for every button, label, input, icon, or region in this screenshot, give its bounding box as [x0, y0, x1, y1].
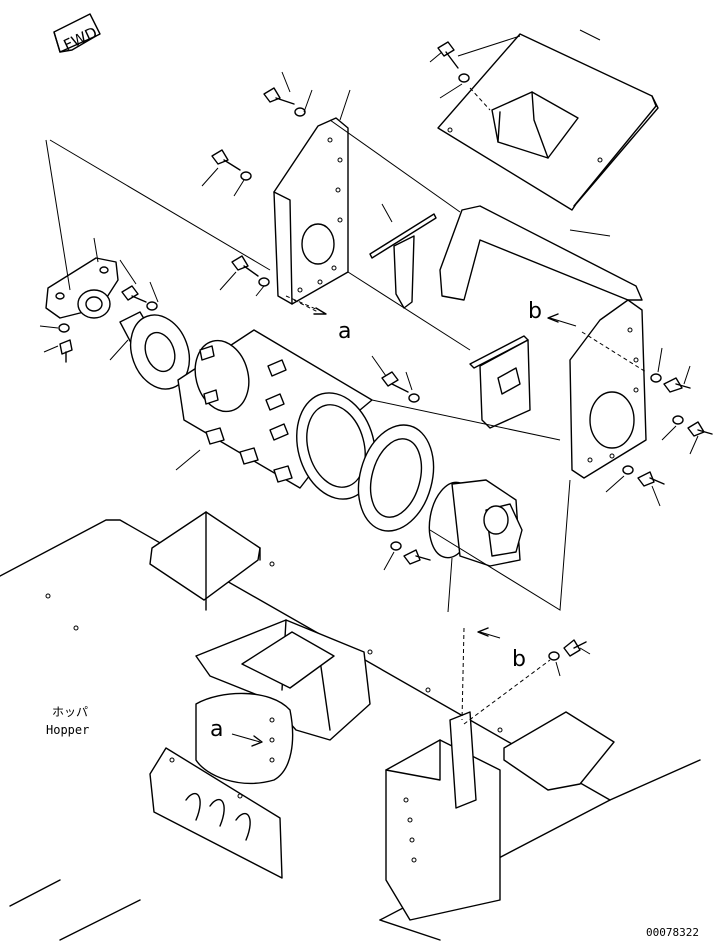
main-drum [177, 329, 376, 500]
frame-base [0, 519, 701, 941]
callout-a-upper: a [338, 319, 351, 344]
plate-bolts [211, 87, 306, 287]
drawing-number: 00078322 [646, 926, 699, 939]
hopper-bracket [195, 619, 371, 741]
angle-cover-left [149, 511, 261, 611]
callout-b-upper: b [528, 299, 542, 324]
callout-b-lower: b [512, 647, 526, 672]
right-lower-support [385, 711, 615, 921]
detail-region-a [195, 692, 294, 784]
left-bracket-plate [273, 117, 349, 305]
hopper-label-jp: ホッパ [52, 705, 88, 719]
ring-flange [357, 424, 435, 532]
travel-motor [428, 479, 523, 567]
top-cover-plate [437, 33, 659, 211]
hopper-label-en: Hopper [46, 723, 89, 737]
motor-bolts [381, 371, 713, 661]
callout-arrow-a-upper: a [293, 299, 351, 344]
left-flange [129, 314, 191, 390]
bearing-bolts [58, 285, 158, 363]
callout-arrow-b-upper: b [528, 299, 577, 327]
middle-plate [469, 335, 531, 429]
scraper-plate [149, 747, 283, 879]
gusset-bracket [369, 213, 437, 309]
callout-a-lower: a [210, 717, 223, 742]
bearing-unit [45, 257, 119, 319]
fwd-arrow-icon: FWD [53, 13, 101, 54]
bolt-top [437, 41, 470, 83]
callout-arrow-a-lower: a [210, 717, 263, 747]
callout-arrow-b-lower: b [477, 627, 526, 672]
assembly-leader-lines [39, 29, 699, 725]
right-support-assembly [439, 205, 647, 479]
